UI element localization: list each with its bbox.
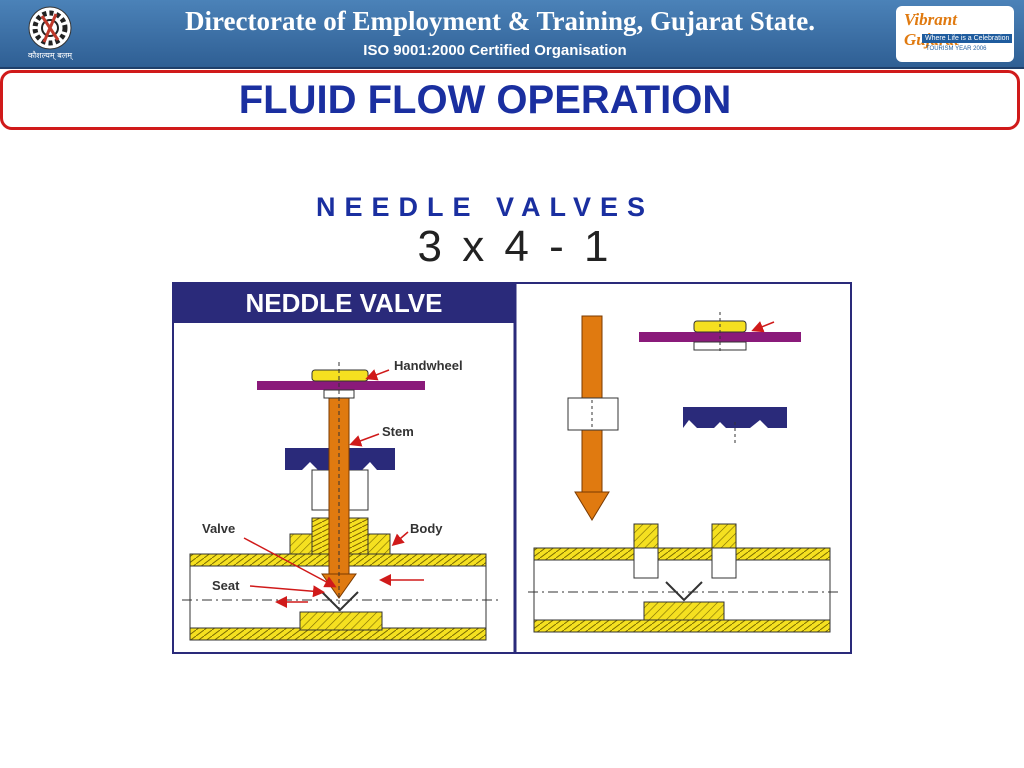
vibrant-gujarat-wordmark: Vibrant Gujarat (904, 10, 959, 49)
left-logo-caption: कौशल्यम् बलम् (27, 51, 73, 60)
slide-code: 3 x 4 - 1 (417, 222, 613, 271)
vibrant-gujarat-logo: Vibrant Gujarat Where Life is a Celebrat… (896, 6, 1014, 62)
gear-emblem-logo (28, 6, 72, 50)
vibrant-gujarat-year: TOURISM YEAR 2006 (926, 46, 987, 52)
header-subtitle: ISO 9001:2000 Certified Organisation (363, 42, 627, 59)
label-valve: Valve (202, 521, 235, 536)
vibrant-gujarat-tagline: Where Life is a Celebration (922, 34, 1013, 43)
section-subtitle: NEEDLE VALVES (315, 192, 655, 222)
label-handwheel: Handwheel (394, 358, 463, 373)
label-body: Body (410, 521, 443, 536)
header-title: Directorate of Employment & Training, Gu… (185, 6, 815, 36)
exploded-valve (528, 312, 842, 633)
page-title: FLUID FLOW OPERATION (238, 78, 732, 122)
label-seat: Seat (212, 578, 240, 593)
title-frame (0, 70, 1020, 130)
label-stem: Stem (382, 424, 414, 439)
panel-title-bar (173, 283, 515, 323)
assembled-valve (182, 362, 502, 641)
needle-valve-diagram: NEDDLE VALVE Handw (172, 282, 852, 654)
header-bar: कौशल्यम् बलम् Directorate of Employment … (0, 0, 1024, 69)
panel-title: NEDDLE VALVE (246, 288, 443, 318)
